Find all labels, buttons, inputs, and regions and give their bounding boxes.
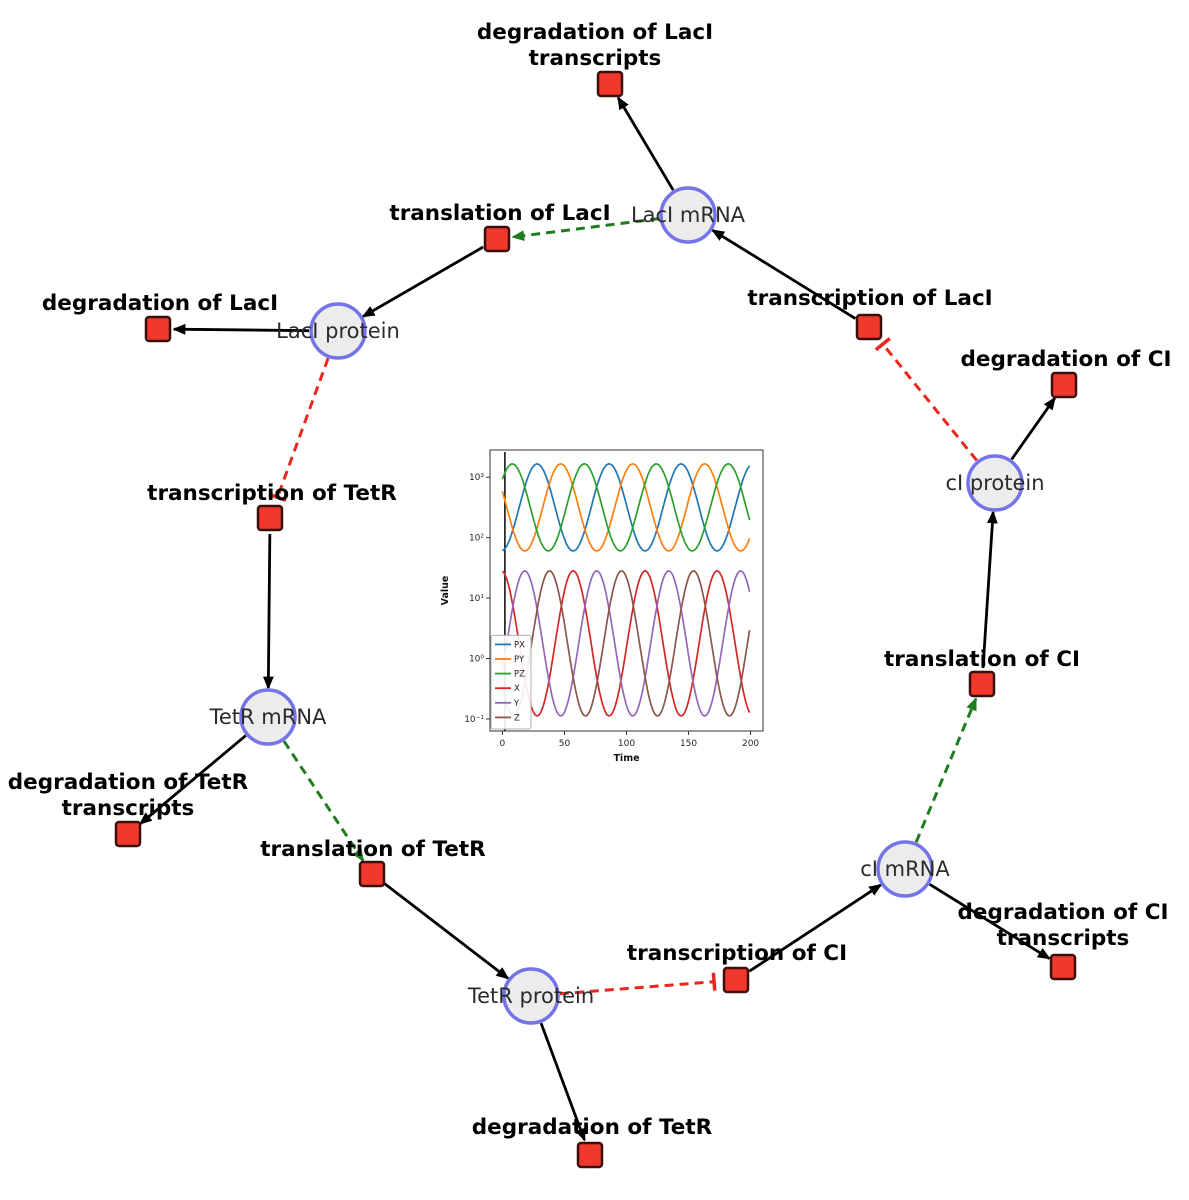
x-axis-title: Time — [613, 753, 639, 764]
species-node-ci_mrna[interactable] — [876, 840, 934, 898]
y-axis-title: Value — [440, 576, 451, 606]
reaction-label-deg_tetr: degradation of TetR — [472, 1115, 713, 1140]
legend-label-PY: PY — [514, 655, 525, 665]
y-tick-label: 10³ — [469, 473, 484, 483]
reaction-node-transcr_tetr[interactable] — [256, 504, 284, 532]
reaction-label-transl_ci: translation of CI — [884, 647, 1080, 672]
reaction-label-deg_ci: degradation of CI — [961, 347, 1172, 372]
edge-consumption-laci_protein-deg_laci — [172, 323, 310, 335]
species-label-tetr_protein: TetR protein — [467, 984, 594, 1008]
edge-production-transcr_laci-laci_mrna — [711, 229, 857, 320]
y-tick-label: 10⁻¹ — [464, 715, 484, 725]
edge-production-transl_ci-ci_protein — [981, 510, 998, 669]
x-tick-label: 0 — [500, 739, 506, 749]
legend-label-PZ: PZ — [514, 670, 525, 680]
species-label-laci_mrna: LacI mRNA — [631, 203, 746, 227]
species-node-tetr_mrna[interactable] — [239, 688, 297, 746]
y-tick-label: 10² — [469, 534, 484, 544]
series-PZ-line — [501, 463, 751, 552]
legend-box — [490, 634, 532, 730]
y-tick-label: 10¹ — [469, 594, 484, 604]
x-tick-label: 100 — [618, 739, 635, 749]
edge-production-transcr_tetr-tetr_mrna — [262, 533, 274, 690]
reaction-label-transl_laci: translation of LacI — [389, 201, 610, 226]
y-tick-label: 10⁰ — [469, 654, 484, 664]
edge-inhibition-ci_protein-transcr_laci — [881, 343, 978, 462]
edge-modifier-laci_mrna-transl_laci — [511, 217, 660, 241]
reaction-label-deg_laci_tx: transcripts — [529, 46, 662, 71]
inhibition-tbar — [268, 492, 287, 503]
reaction-label-deg_ci_tx: degradation of CI — [958, 900, 1169, 925]
edge-inhibition-tetr_protein-transcr_ci — [559, 980, 715, 996]
edge-consumption-ci_mrna-deg_ci_tx — [928, 883, 1051, 960]
species-node-ci_protein[interactable] — [966, 454, 1024, 512]
reaction-node-deg_laci_tx[interactable] — [596, 70, 624, 98]
reaction-node-transl_laci[interactable] — [483, 225, 511, 253]
species-label-ci_protein: cI protein — [945, 471, 1044, 495]
reaction-label-transcr_tetr: transcription of TetR — [147, 481, 397, 506]
chart-legend: PX PY PZ XYZ — [490, 634, 532, 730]
x-tick-label: 150 — [680, 739, 697, 749]
x-tick-label: 200 — [742, 739, 759, 749]
species-label-tetr_mrna: TetR mRNA — [209, 705, 327, 729]
inhibition-tbar — [874, 337, 891, 352]
reaction-label-deg_tetr_tx: degradation of TetR — [8, 770, 249, 795]
reaction-label-deg_ci_tx: transcripts — [997, 926, 1130, 951]
edge-modifier-tetr_mrna-transl_tetr — [282, 740, 365, 863]
series-Z-line — [501, 570, 751, 717]
legend-label-X: X — [514, 684, 520, 694]
labels-layer: degradation of LacItranscriptstranslatio… — [8, 20, 1172, 1140]
species-label-laci_protein: LacI protein — [276, 319, 400, 343]
reaction-label-deg_laci: degradation of LacI — [42, 291, 278, 316]
reaction-node-deg_ci_tx[interactable] — [1049, 953, 1077, 981]
reaction-label-transl_tetr: translation of TetR — [260, 837, 486, 862]
x-tick-label: 50 — [559, 739, 571, 749]
reaction-node-transcr_laci[interactable] — [855, 313, 883, 341]
edge-consumption-tetr_protein-deg_tetr — [539, 1022, 586, 1142]
species-node-laci_mrna[interactable] — [659, 186, 717, 244]
reaction-node-deg_tetr_tx[interactable] — [114, 820, 142, 848]
edge-consumption-laci_mrna-deg_laci_tx — [616, 96, 675, 191]
edges-layer — [139, 96, 1056, 1142]
reaction-node-transl_ci[interactable] — [968, 670, 996, 698]
edge-production-transl_tetr-tetr_protein — [383, 882, 510, 980]
nodes-layer — [114, 70, 1078, 1169]
edge-consumption-tetr_mrna-deg_tetr_tx — [139, 734, 247, 825]
reaction-label-transcr_laci: transcription of LacI — [747, 286, 992, 311]
series-X-line — [501, 570, 751, 717]
species-node-tetr_protein[interactable] — [502, 967, 560, 1025]
series-Y-line — [501, 570, 751, 717]
inhibition-tbar — [711, 972, 717, 991]
edge-inhibition-laci_protein-transcr_tetr — [276, 357, 330, 498]
reaction-node-deg_ci[interactable] — [1050, 371, 1078, 399]
legend-label-Y: Y — [513, 699, 520, 709]
series-PY-line — [501, 463, 751, 552]
edge-production-transcr_ci-ci_mrna — [748, 883, 883, 973]
species-node-laci_protein[interactable] — [309, 302, 367, 360]
species-label-ci_mrna: cI mRNA — [860, 857, 950, 881]
reaction-label-deg_tetr_tx: transcripts — [62, 796, 195, 821]
reaction-label-transcr_ci: transcription of CI — [627, 941, 847, 966]
series-PX-line — [501, 463, 751, 552]
reaction-node-deg_laci[interactable] — [144, 315, 172, 343]
reaction-node-deg_tetr[interactable] — [576, 1141, 604, 1169]
edge-consumption-ci_protein-deg_ci — [1010, 396, 1056, 461]
legend-label-PX: PX — [514, 640, 525, 650]
reaction-node-transl_tetr[interactable] — [358, 860, 386, 888]
legend-label-Z: Z — [514, 713, 520, 723]
edge-production-transl_laci-laci_protein — [361, 245, 484, 318]
reaction-node-transcr_ci[interactable] — [722, 966, 750, 994]
edge-modifier-ci_mrna-transl_ci — [914, 697, 978, 843]
reaction-label-deg_laci_tx: degradation of LacI — [477, 20, 713, 45]
